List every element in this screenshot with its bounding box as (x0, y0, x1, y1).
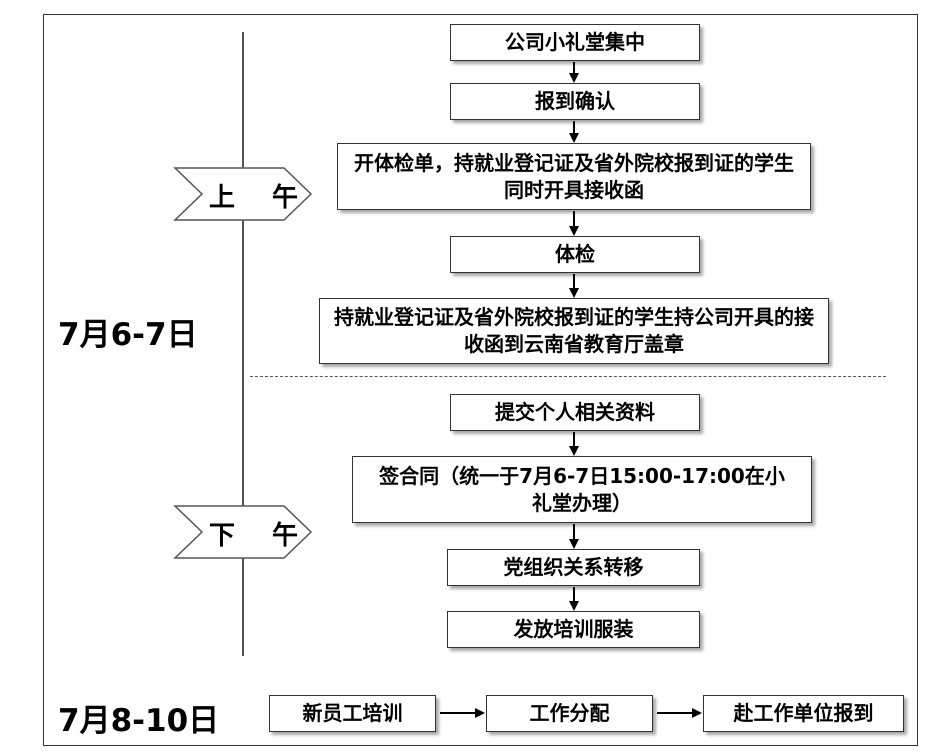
step-morning-exam-form: 开体检单，持就业登记证及省外院校报到证的学生同时开具接收函 (337, 143, 811, 210)
date-label-second: 7月8-10日 (58, 703, 220, 739)
timeline-axis (242, 32, 244, 656)
step-morning-stamp: 持就业登记证及省外院校报到证的学生持公司开具的接收函到云南省教育厅盖章 (319, 298, 829, 364)
step-morning-exam: 体检 (450, 236, 700, 273)
step-final-report: 赴工作单位报到 (703, 695, 904, 732)
diagram-frame (43, 14, 918, 746)
step-morning-confirm: 报到确认 (450, 83, 700, 120)
morning-chevron: 上 午 (172, 165, 314, 223)
step-afternoon-documents: 提交个人相关资料 (450, 394, 700, 431)
afternoon-label: 下 午 (209, 521, 313, 551)
step-final-assignment: 工作分配 (486, 695, 653, 732)
step-morning-gather: 公司小礼堂集中 (450, 24, 700, 61)
chevron-shape-icon (173, 167, 313, 221)
morning-afternoon-divider (250, 376, 886, 377)
afternoon-chevron: 下 午 (172, 503, 314, 561)
step-afternoon-contract: 签合同（统一于7月6-7日15:00-17:00在小礼堂办理） (352, 456, 812, 523)
step-afternoon-uniform: 发放培训服装 (447, 611, 700, 648)
morning-label: 上 午 (209, 183, 313, 213)
step-final-training: 新员工培训 (269, 695, 436, 732)
date-label-first: 7月6-7日 (58, 317, 198, 353)
step-afternoon-party-transfer: 党组织关系转移 (447, 549, 700, 586)
chevron-shape-icon (173, 505, 313, 559)
